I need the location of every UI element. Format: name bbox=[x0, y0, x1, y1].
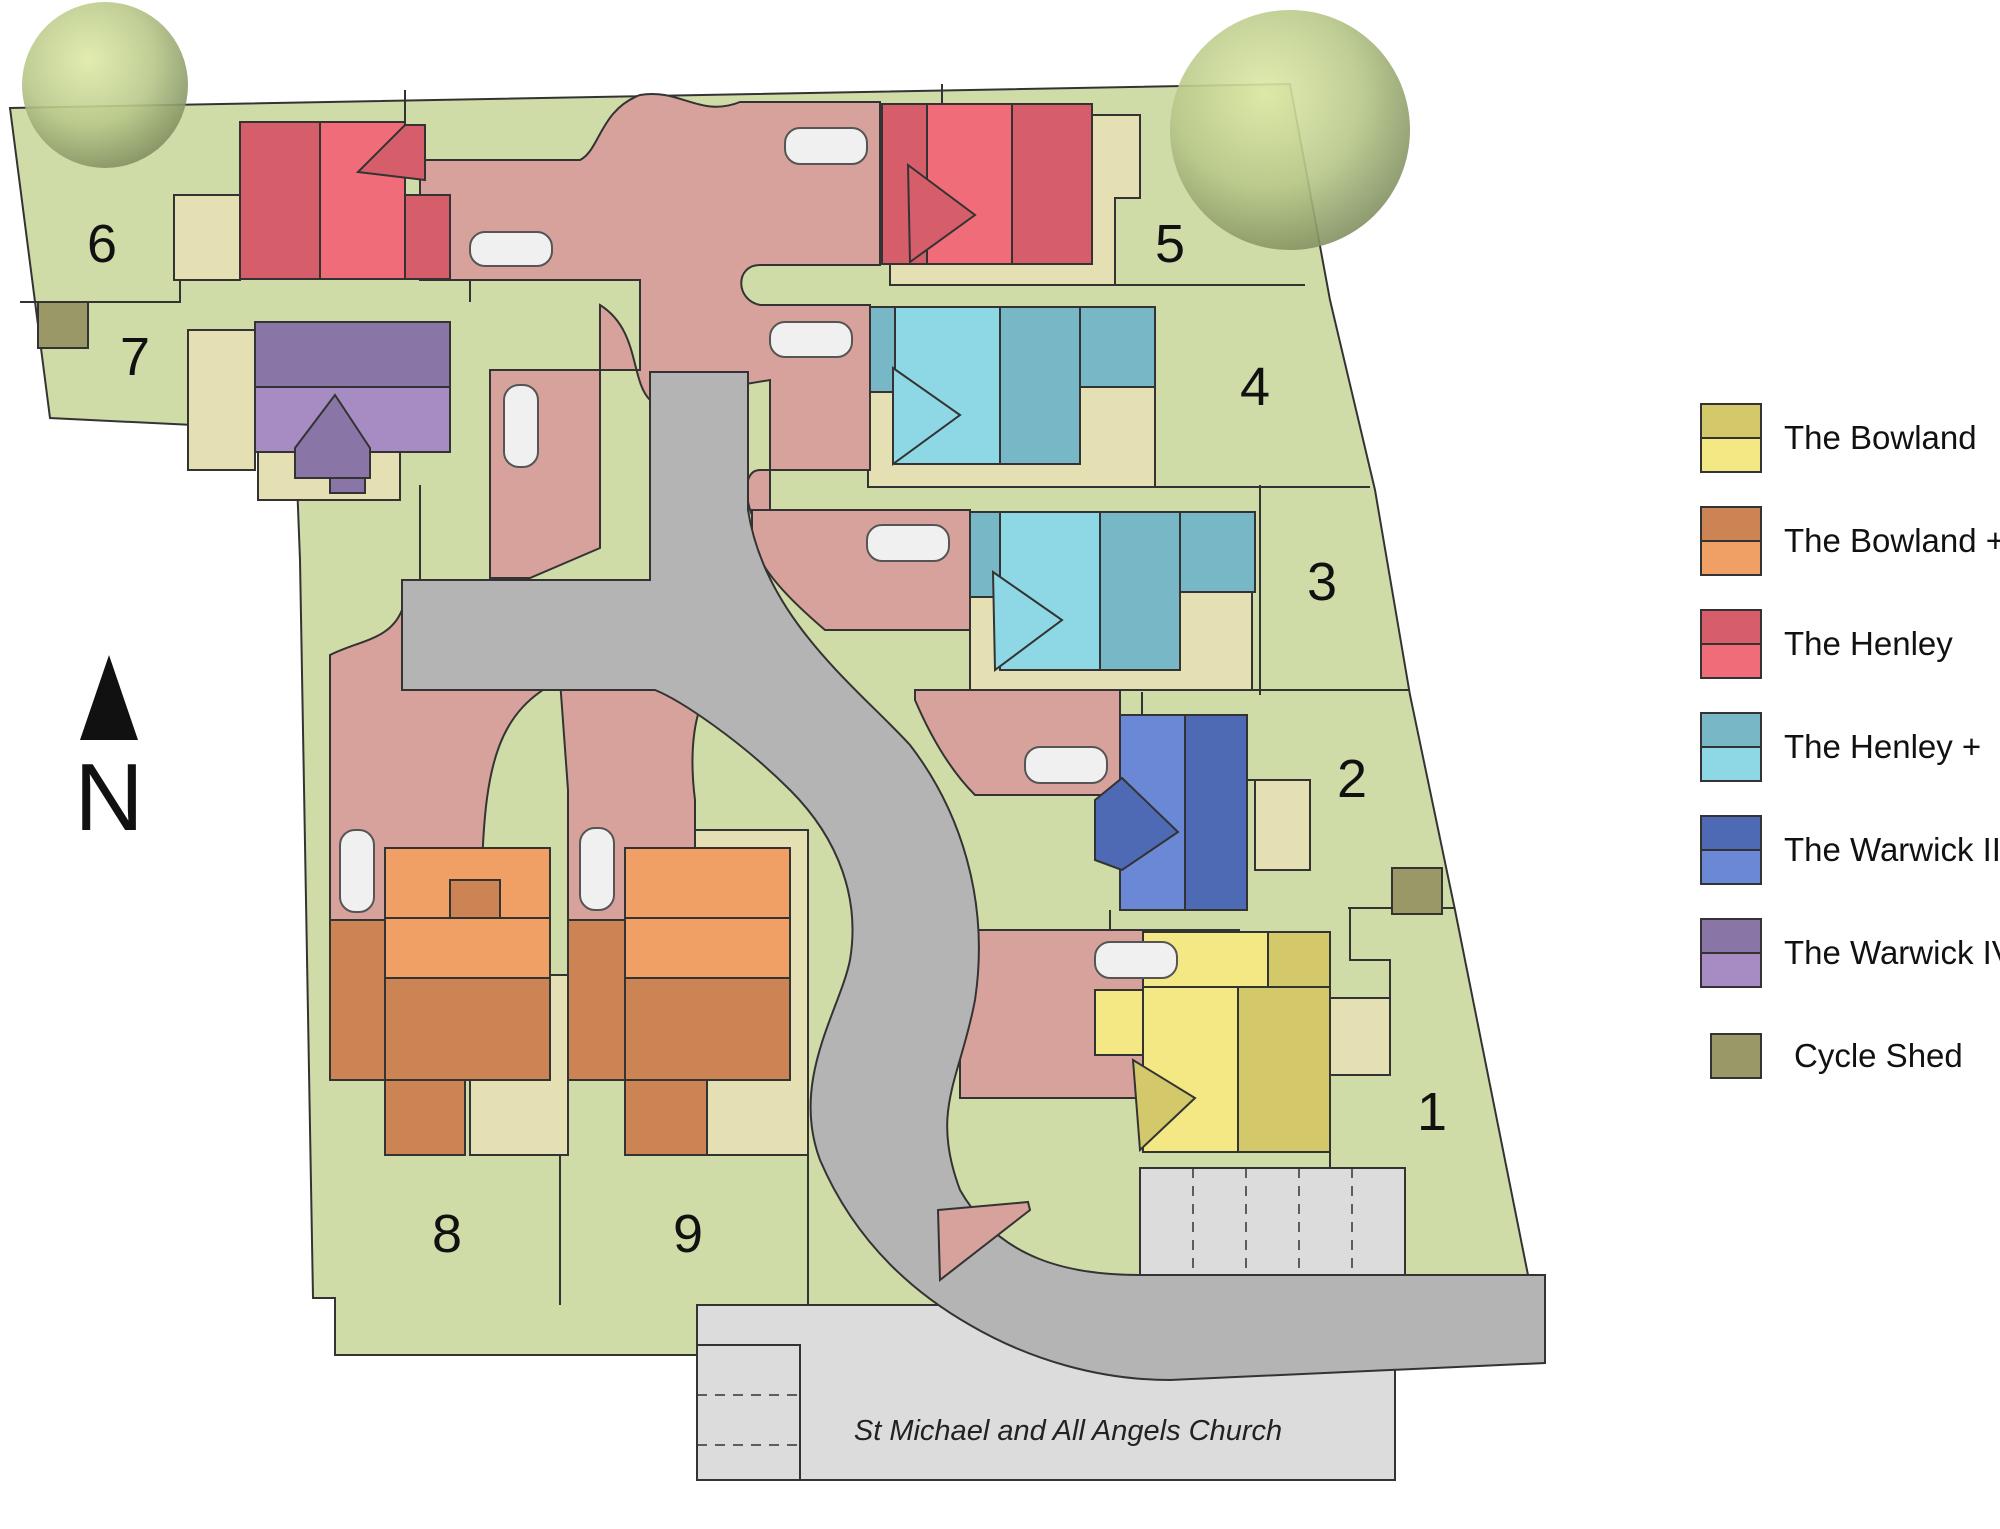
legend-label: The Warwick III bbox=[1784, 830, 2000, 868]
car-icon bbox=[866, 524, 950, 562]
legend-item: The Warwick III bbox=[1700, 814, 2000, 885]
legend-label: The Bowland + bbox=[1784, 521, 2000, 559]
legend-item: The Warwick IV bbox=[1700, 917, 2000, 988]
tree-icon bbox=[1170, 10, 1410, 250]
house-plot-9 bbox=[567, 847, 791, 1156]
car-icon bbox=[469, 231, 553, 267]
north-arrow-icon bbox=[80, 655, 138, 740]
plot-number-6: 6 bbox=[87, 214, 117, 274]
plot-number-9: 9 bbox=[673, 1204, 703, 1264]
cycle-shed-plot-2 bbox=[1391, 867, 1443, 915]
footpath bbox=[936, 1200, 1032, 1283]
tree-icon bbox=[22, 2, 188, 168]
house-plot-7 bbox=[254, 321, 451, 494]
plot-number-8: 8 bbox=[432, 1204, 462, 1264]
cars bbox=[339, 127, 1178, 979]
plot-number-5: 5 bbox=[1155, 214, 1185, 274]
plot-number-3: 3 bbox=[1307, 552, 1337, 612]
north-label: N bbox=[78, 744, 140, 835]
house-plot-2 bbox=[1094, 714, 1248, 911]
house-plot-4 bbox=[869, 306, 1156, 466]
road bbox=[401, 371, 1546, 1382]
legend-item: The Bowland + bbox=[1700, 505, 2000, 576]
legend-label: The Bowland bbox=[1784, 418, 1977, 456]
house-type-swatch-icon bbox=[1700, 814, 1762, 885]
house-type-swatch-icon bbox=[1700, 917, 1762, 988]
legend-item: Cycle Shed bbox=[1700, 1020, 2000, 1091]
legend-label: The Warwick IV bbox=[1784, 933, 2000, 971]
legend-label: The Henley + bbox=[1784, 727, 1982, 765]
car-icon bbox=[503, 384, 539, 468]
legend-item: The Henley bbox=[1700, 608, 2000, 679]
house-type-swatch-icon bbox=[1700, 505, 1762, 576]
plot-number-7: 7 bbox=[120, 327, 150, 387]
house-type-swatch-icon bbox=[1700, 402, 1762, 473]
car-icon bbox=[784, 127, 868, 165]
church-label: St Michael and All Angels Church bbox=[854, 1415, 1282, 1447]
car-icon bbox=[1024, 746, 1108, 784]
car-icon bbox=[579, 827, 615, 911]
house-type-swatch-icon bbox=[1700, 608, 1762, 679]
north-arrow: N bbox=[74, 655, 144, 851]
car-icon bbox=[339, 829, 375, 913]
house-plot-6 bbox=[239, 121, 451, 280]
car-icon bbox=[1094, 941, 1178, 979]
cycle-shed-plot-7 bbox=[37, 301, 89, 349]
legend-label: The Henley bbox=[1784, 624, 1953, 662]
plot-number-1: 1 bbox=[1417, 1082, 1447, 1142]
plot-number-2: 2 bbox=[1337, 749, 1367, 809]
legend-item: The Bowland bbox=[1700, 402, 2000, 473]
cycle-shed-swatch-icon bbox=[1710, 1032, 1762, 1079]
house-plot-5 bbox=[881, 103, 1093, 265]
houses bbox=[239, 103, 1331, 1156]
house-type-swatch-icon bbox=[1700, 711, 1762, 782]
house-plot-8 bbox=[329, 847, 551, 1156]
house-plot-3 bbox=[969, 511, 1256, 672]
car-icon bbox=[769, 321, 853, 358]
legend-item: The Henley + bbox=[1700, 711, 2000, 782]
legend-label: Cycle Shed bbox=[1794, 1036, 1963, 1074]
house-plot-1 bbox=[1094, 931, 1331, 1153]
plot-number-4: 4 bbox=[1240, 357, 1270, 417]
